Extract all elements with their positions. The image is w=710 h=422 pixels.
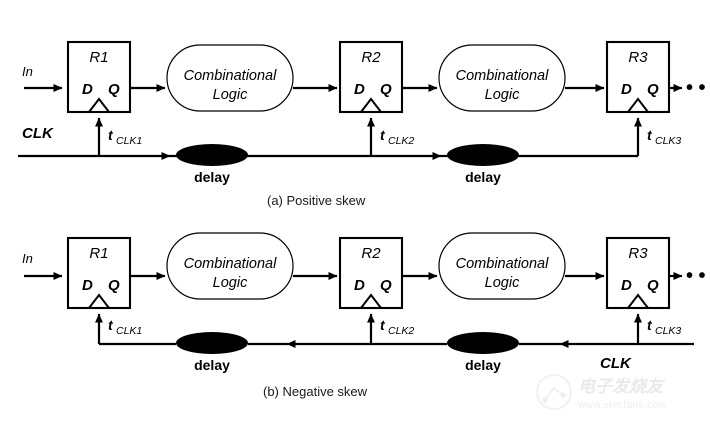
svg-text:CLK2: CLK2 — [388, 325, 414, 337]
svg-text:CLK3: CLK3 — [655, 135, 681, 147]
register-r1-b-q: Q — [108, 277, 120, 294]
register-r3-a-clock-triangle — [627, 97, 649, 113]
register-r1-a-box — [66, 40, 132, 114]
tclk2-label-b: t CLK2 — [380, 317, 414, 337]
logic-block-2-b-shape — [438, 232, 566, 300]
caption-positive-skew: (a) Positive skew — [267, 193, 366, 208]
panel-positive-skew: In R1 D Q Combinational Logic — [18, 40, 710, 208]
svg-text:t: t — [108, 127, 114, 143]
logic-block-1-a: Combinational Logic — [166, 44, 294, 112]
svg-text:t: t — [380, 317, 386, 333]
output-ellipsis-b: • • • — [686, 265, 710, 287]
logic-block-2-a-line1: Combinational — [456, 68, 549, 84]
register-r3-b-q: Q — [647, 277, 659, 294]
logic-block-2-b-line2: Logic — [485, 275, 520, 291]
delay-element-1-b-label: delay — [194, 357, 230, 373]
register-r3-a-name: R3 — [628, 49, 648, 66]
svg-text:t: t — [647, 127, 653, 143]
svg-text:t: t — [380, 127, 386, 143]
delay-element-2-a: delay — [447, 144, 519, 185]
register-r1-a: R1 D Q — [66, 40, 132, 114]
register-r3-a-d: D — [621, 81, 632, 98]
register-r3-b: R3 D Q — [605, 236, 671, 310]
svg-text:t: t — [647, 317, 653, 333]
register-r1-a-d: D — [82, 81, 93, 98]
output-ellipsis-a: • • • — [686, 77, 710, 99]
register-r3-a: R3 D Q — [605, 40, 671, 114]
register-r1-b: R1 D Q — [66, 236, 132, 310]
delay-element-2-b-label: delay — [465, 357, 501, 373]
logic-block-1-b-shape — [166, 232, 294, 300]
logic-block-2-a-shape — [438, 44, 566, 112]
logic-block-1-b-line2: Logic — [213, 275, 248, 291]
register-r2-a-name: R2 — [361, 49, 381, 66]
register-r2-a-clock-triangle — [360, 97, 382, 113]
logic-block-1-b-line1: Combinational — [184, 256, 277, 272]
register-r2-a-d: D — [354, 81, 365, 98]
logic-block-1-b: Combinational Logic — [166, 232, 294, 300]
register-r1-a-name: R1 — [89, 49, 108, 66]
delay-element-1-a-label: delay — [194, 169, 230, 185]
register-r2-b-d: D — [354, 277, 365, 294]
register-r2-b: R2 D Q — [338, 236, 404, 310]
delay-element-2-b-shape — [447, 332, 519, 354]
logic-block-2-b: Combinational Logic — [438, 232, 566, 300]
delay-element-1-b-shape — [176, 332, 248, 354]
register-r2-a: R2 D Q — [338, 40, 404, 114]
delay-element-1-a-shape — [176, 144, 248, 166]
register-r3-b-d: D — [621, 277, 632, 294]
register-r2-a-q: Q — [380, 81, 392, 98]
tclk3-label-b: t CLK3 — [647, 317, 681, 337]
logic-block-1-a-shape — [166, 44, 294, 112]
svg-text:CLK1: CLK1 — [116, 325, 142, 337]
register-r3-a-q: Q — [647, 81, 659, 98]
register-r3-b-name: R3 — [628, 245, 648, 262]
tclk2-label-a: t CLK2 — [380, 127, 414, 147]
input-label-b: In — [22, 251, 33, 266]
logic-block-2-a-line2: Logic — [485, 87, 520, 103]
clock-source-label-b: CLK — [600, 355, 632, 372]
logic-block-2-b-line1: Combinational — [456, 256, 549, 272]
svg-text:t: t — [108, 317, 114, 333]
delay-element-1-b: delay — [176, 332, 248, 373]
logic-block-1-a-line1: Combinational — [184, 68, 277, 84]
register-r1-a-q: Q — [108, 81, 120, 98]
delay-element-2-b: delay — [447, 332, 519, 373]
logic-block-1-a-line2: Logic — [213, 87, 248, 103]
tclk1-label-a: t CLK1 — [108, 127, 142, 147]
caption-negative-skew: (b) Negative skew — [263, 384, 368, 399]
register-r3-b-clock-triangle — [627, 293, 649, 309]
clock-source-label-a: CLK — [22, 125, 54, 142]
delay-element-1-a: delay — [176, 144, 248, 185]
delay-element-2-a-label: delay — [465, 169, 501, 185]
register-r1-b-d: D — [82, 277, 93, 294]
register-r1-b-clock-triangle — [88, 293, 110, 309]
tclk3-label-a: t CLK3 — [647, 127, 681, 147]
register-r1-b-name: R1 — [89, 245, 108, 262]
logic-block-2-a: Combinational Logic — [438, 44, 566, 112]
panel-negative-skew: In R1 D Q Combinational Logic R2 — [22, 232, 710, 399]
input-label-a: In — [22, 64, 33, 79]
register-r2-b-q: Q — [380, 277, 392, 294]
svg-text:CLK2: CLK2 — [388, 135, 414, 147]
register-r2-b-name: R2 — [361, 245, 381, 262]
register-r2-b-clock-triangle — [360, 293, 382, 309]
delay-element-2-a-shape — [447, 144, 519, 166]
tclk1-label-b: t CLK1 — [108, 317, 142, 337]
svg-text:CLK3: CLK3 — [655, 325, 681, 337]
register-r1-a-clock-triangle — [88, 97, 110, 113]
svg-text:CLK1: CLK1 — [116, 135, 142, 147]
